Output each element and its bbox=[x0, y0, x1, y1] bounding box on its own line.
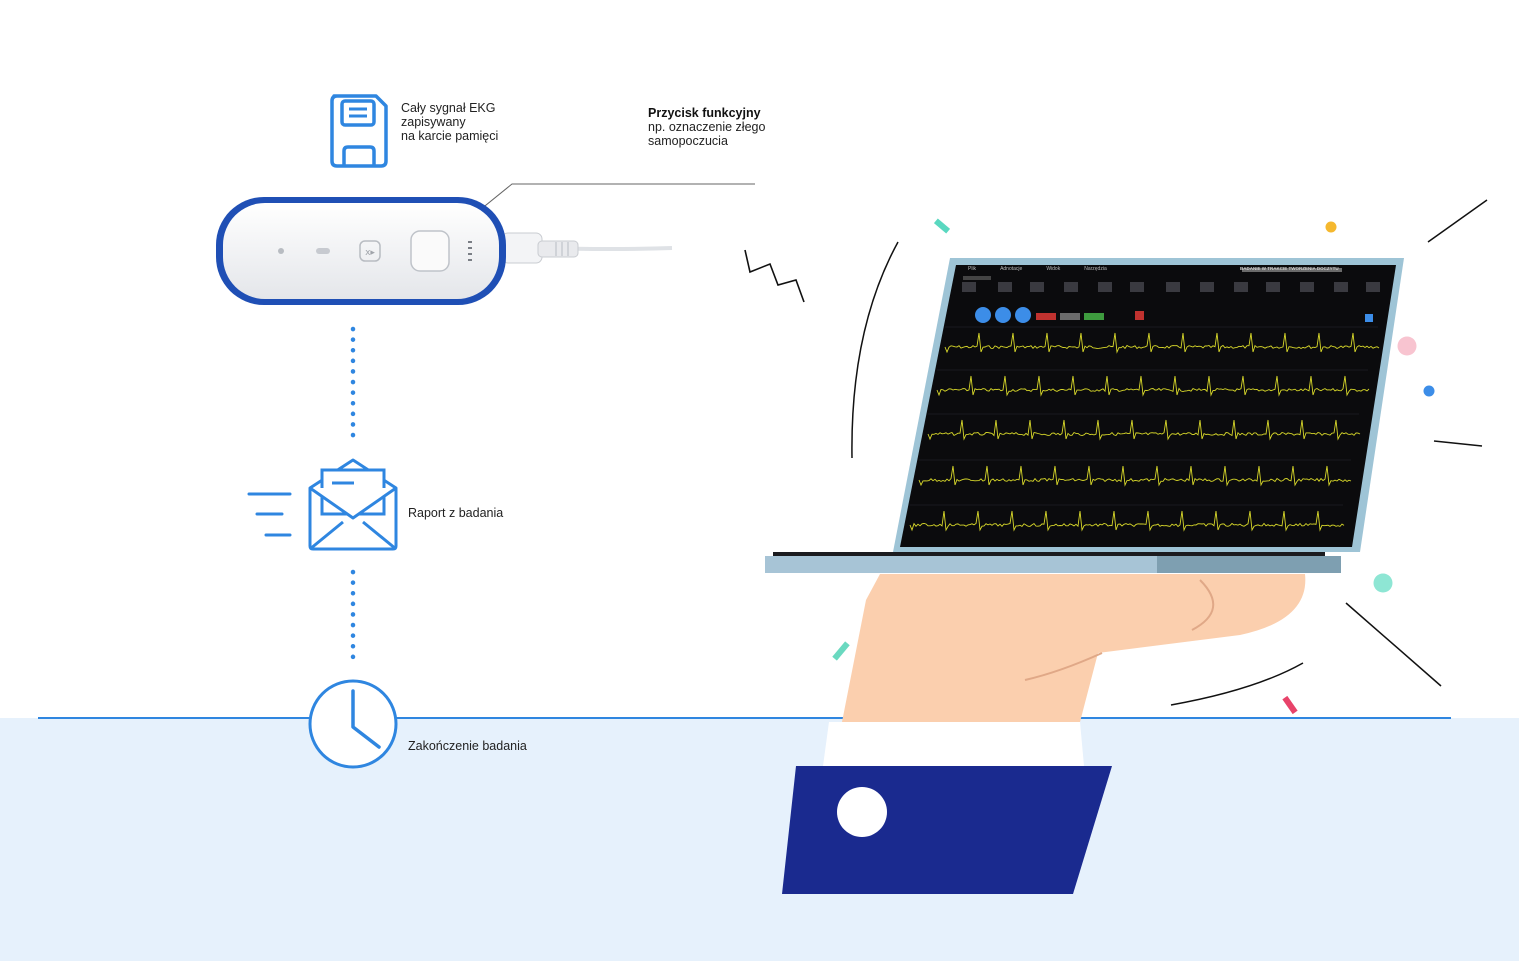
envelope-letter-icon bbox=[247, 458, 398, 551]
clock-icon bbox=[308, 679, 398, 769]
decorations bbox=[744, 199, 1488, 715]
laptop-menu-item: Adnotacje bbox=[1000, 266, 1023, 272]
ecg-trace-row bbox=[944, 332, 1380, 354]
laptop-menu: Plik Adnotacje Widok Narzędzia bbox=[968, 266, 1108, 272]
laptop-title: BADANIE W TRAKCIE TWORZENIA DOCZYTU bbox=[1240, 266, 1339, 271]
laptop-menu-item: Narzędzia bbox=[1084, 266, 1107, 272]
callout-line-2: samopoczucia bbox=[648, 134, 728, 148]
storage-label-line-2: zapisywany bbox=[401, 115, 466, 129]
callout-title: Przycisk funkcyjny bbox=[648, 106, 761, 120]
arm bbox=[782, 574, 1306, 894]
laptop bbox=[765, 258, 1404, 573]
ecg-trace-row bbox=[927, 419, 1361, 441]
ecg-trace-row bbox=[909, 510, 1345, 532]
storage-label: Cały sygnał EKG zapisywany na karcie pam… bbox=[401, 101, 498, 143]
holter-ecg-recorder: x▸ bbox=[216, 197, 673, 305]
storage-label-line-1: Cały sygnał EKG bbox=[401, 101, 496, 115]
floor-line bbox=[38, 717, 1451, 719]
report-label: Raport z badania bbox=[408, 506, 504, 520]
callout-line-1: np. oznaczenie złego bbox=[648, 120, 766, 134]
svg-text:x▸: x▸ bbox=[365, 248, 375, 258]
end-label: Zakończenie badania bbox=[408, 739, 527, 753]
ecg-trace-row bbox=[918, 465, 1352, 487]
laptop-menu-item: Widok bbox=[1046, 266, 1061, 272]
ecg-traces bbox=[909, 326, 1380, 532]
laptop-screen bbox=[962, 268, 1380, 323]
storage-label-line-3: na karcie pamięci bbox=[401, 129, 499, 143]
laptop-menu-item: Plik bbox=[968, 266, 977, 272]
ecg-trace-row bbox=[936, 375, 1370, 397]
floor-band bbox=[0, 718, 1519, 961]
floppy-disk-icon bbox=[330, 94, 388, 168]
function-button-callout: Przycisk funkcyjny np. oznaczenie złego … bbox=[648, 106, 765, 148]
